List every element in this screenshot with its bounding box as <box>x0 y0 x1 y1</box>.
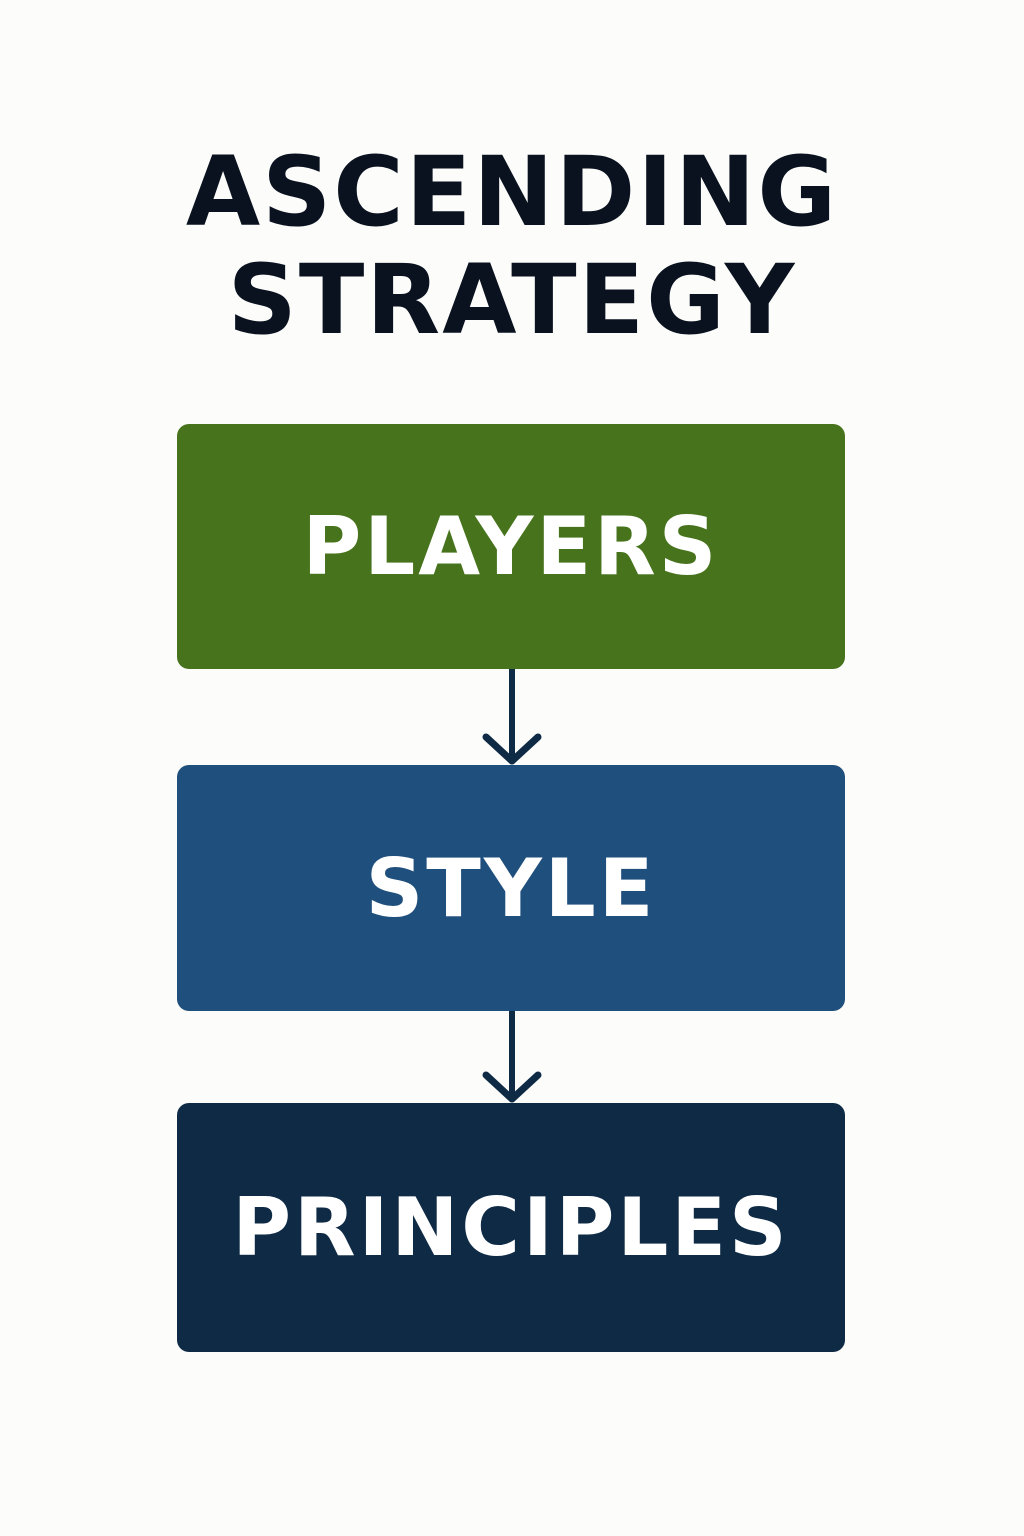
arrow-down-icon <box>482 1011 542 1103</box>
step-label: PLAYERS <box>302 500 720 593</box>
title-line-1: ASCENDING <box>185 136 839 248</box>
step-label: STYLE <box>365 841 657 935</box>
step-box-principles: PRINCIPLES <box>177 1103 845 1352</box>
step-label: PRINCIPLES <box>232 1181 790 1274</box>
title-line-2: STRATEGY <box>227 244 797 356</box>
step-box-players: PLAYERS <box>177 424 845 669</box>
arrow-down-icon <box>482 669 542 765</box>
step-box-style: STYLE <box>177 765 845 1011</box>
